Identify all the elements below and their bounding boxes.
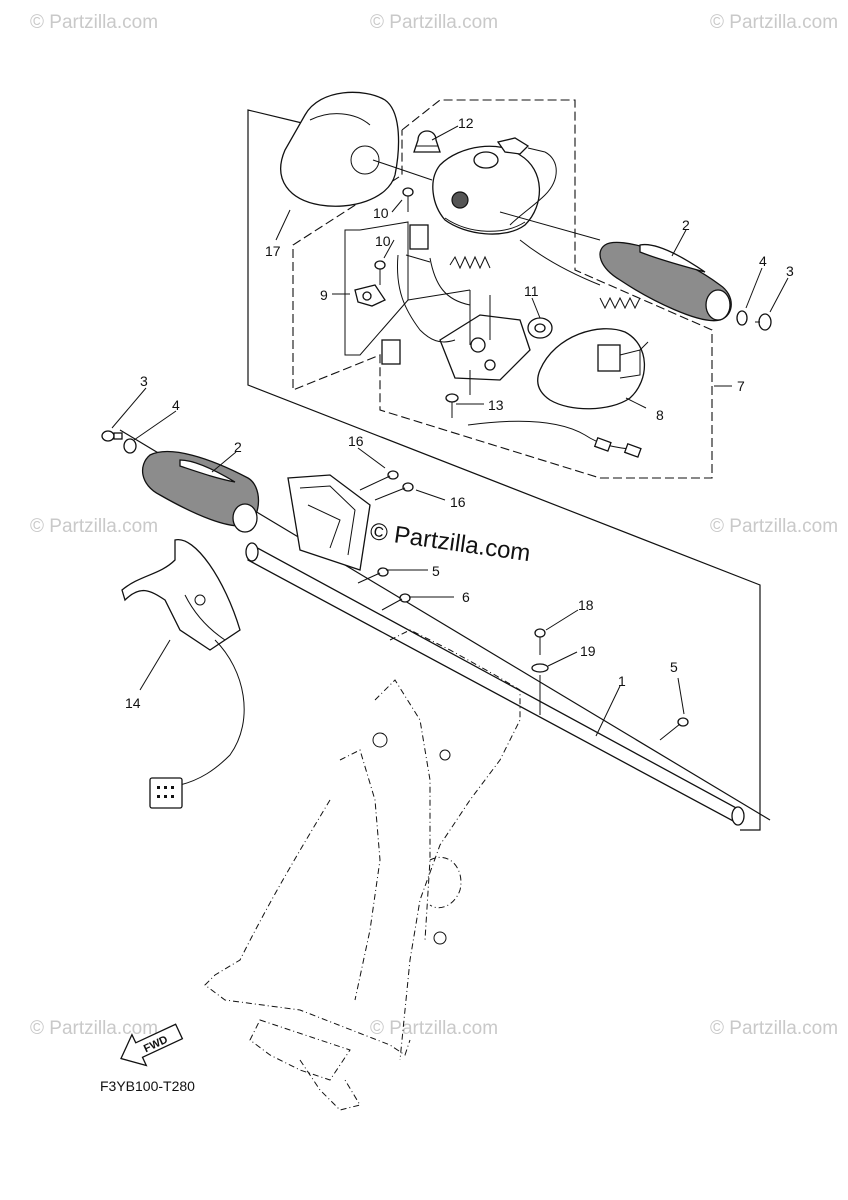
assembly-outline (247, 109, 761, 831)
left-grip-part (141, 450, 260, 533)
handlebar-tube-part (245, 542, 745, 826)
wire-harness (467, 420, 641, 451)
callout-14: 14 (125, 695, 141, 711)
spring-part (599, 296, 641, 310)
washer-part-19 (531, 663, 549, 673)
fwd-arrow-icon: FWD (120, 1023, 184, 1067)
throttle-lever-part (121, 539, 241, 651)
right-grip-part (599, 241, 732, 322)
bolt-part-5a (357, 567, 389, 584)
switch-part-upper (405, 224, 431, 263)
plug-part (413, 130, 441, 153)
watermark-bottom-center: © Partzilla.com (370, 1018, 499, 1039)
right-washer-part (736, 310, 748, 326)
callout-16-top: 16 (348, 433, 364, 449)
callout-2-left: 2 (234, 439, 242, 455)
fwd-arrow-label: FWD (142, 1034, 170, 1055)
bolt-part-16b (374, 482, 414, 501)
watermark-top-left: © Partzilla.com (30, 12, 159, 33)
switch-base-part (439, 314, 531, 395)
callout-10-mid: 10 (375, 233, 391, 249)
bolt-part-6 (381, 593, 411, 611)
left-switch-bracket-part (287, 474, 371, 571)
watermark-mid-left: © Partzilla.com (30, 516, 159, 537)
callout-12: 12 (458, 115, 474, 131)
callout-5-mid: 5 (432, 563, 440, 579)
switch-cover-part (280, 91, 400, 207)
callout-1: 1 (618, 673, 626, 689)
callout-5-right: 5 (670, 659, 678, 675)
screw-part-13 (445, 393, 459, 418)
bolt-part-16a (359, 470, 399, 491)
lanyard-clip-part (496, 137, 557, 226)
bolt-part-5b (659, 717, 689, 741)
callout-8: 8 (656, 407, 664, 423)
watermark-bottom-right: © Partzilla.com (710, 1018, 839, 1039)
left-washer-part (123, 438, 137, 454)
callout-11: 11 (524, 283, 539, 299)
callout-7: 7 (737, 378, 745, 394)
left-bolt-part (101, 430, 123, 442)
watermark-bottom-left: © Partzilla.com (30, 1018, 159, 1039)
diagram-code: F3YB100-T280 (100, 1078, 195, 1094)
harness-connector-part (593, 437, 642, 458)
watermark-top-center: © Partzilla.com (370, 12, 499, 33)
throttle-connector-part (149, 777, 183, 809)
leader-lines (111, 125, 789, 737)
screw-part-10a (402, 187, 414, 212)
callout-2-right: 2 (682, 217, 690, 233)
bolt-part-18 (534, 628, 546, 655)
watermark-top-right: © Partzilla.com (710, 12, 839, 33)
callout-9: 9 (320, 287, 328, 303)
callout-4-left: 4 (172, 397, 180, 413)
grommet-part (527, 317, 553, 339)
lower-switch-housing-part (537, 328, 649, 410)
callout-18: 18 (578, 597, 594, 613)
callout-16-right: 16 (450, 494, 466, 510)
callout-17: 17 (265, 243, 281, 259)
callout-3-right: 3 (786, 263, 794, 279)
callout-19: 19 (580, 643, 596, 659)
throttle-cable (179, 639, 245, 786)
callout-10-top: 10 (373, 205, 389, 221)
callout-4-right: 4 (759, 253, 767, 269)
switch-part-lower (381, 339, 401, 365)
callout-6: 6 (462, 589, 470, 605)
right-bolt-part (755, 313, 772, 331)
watermark-mid-right: © Partzilla.com (710, 516, 839, 537)
switch-assembly-boundary (292, 99, 713, 479)
clip-bracket-part (354, 284, 386, 307)
callout-13: 13 (488, 397, 504, 413)
switch-coil-part (449, 255, 491, 270)
screw-part-10b (374, 260, 386, 285)
upper-switch-housing-part (432, 145, 541, 235)
steering-column-part (204, 629, 521, 1111)
callout-3-left: 3 (140, 373, 148, 389)
